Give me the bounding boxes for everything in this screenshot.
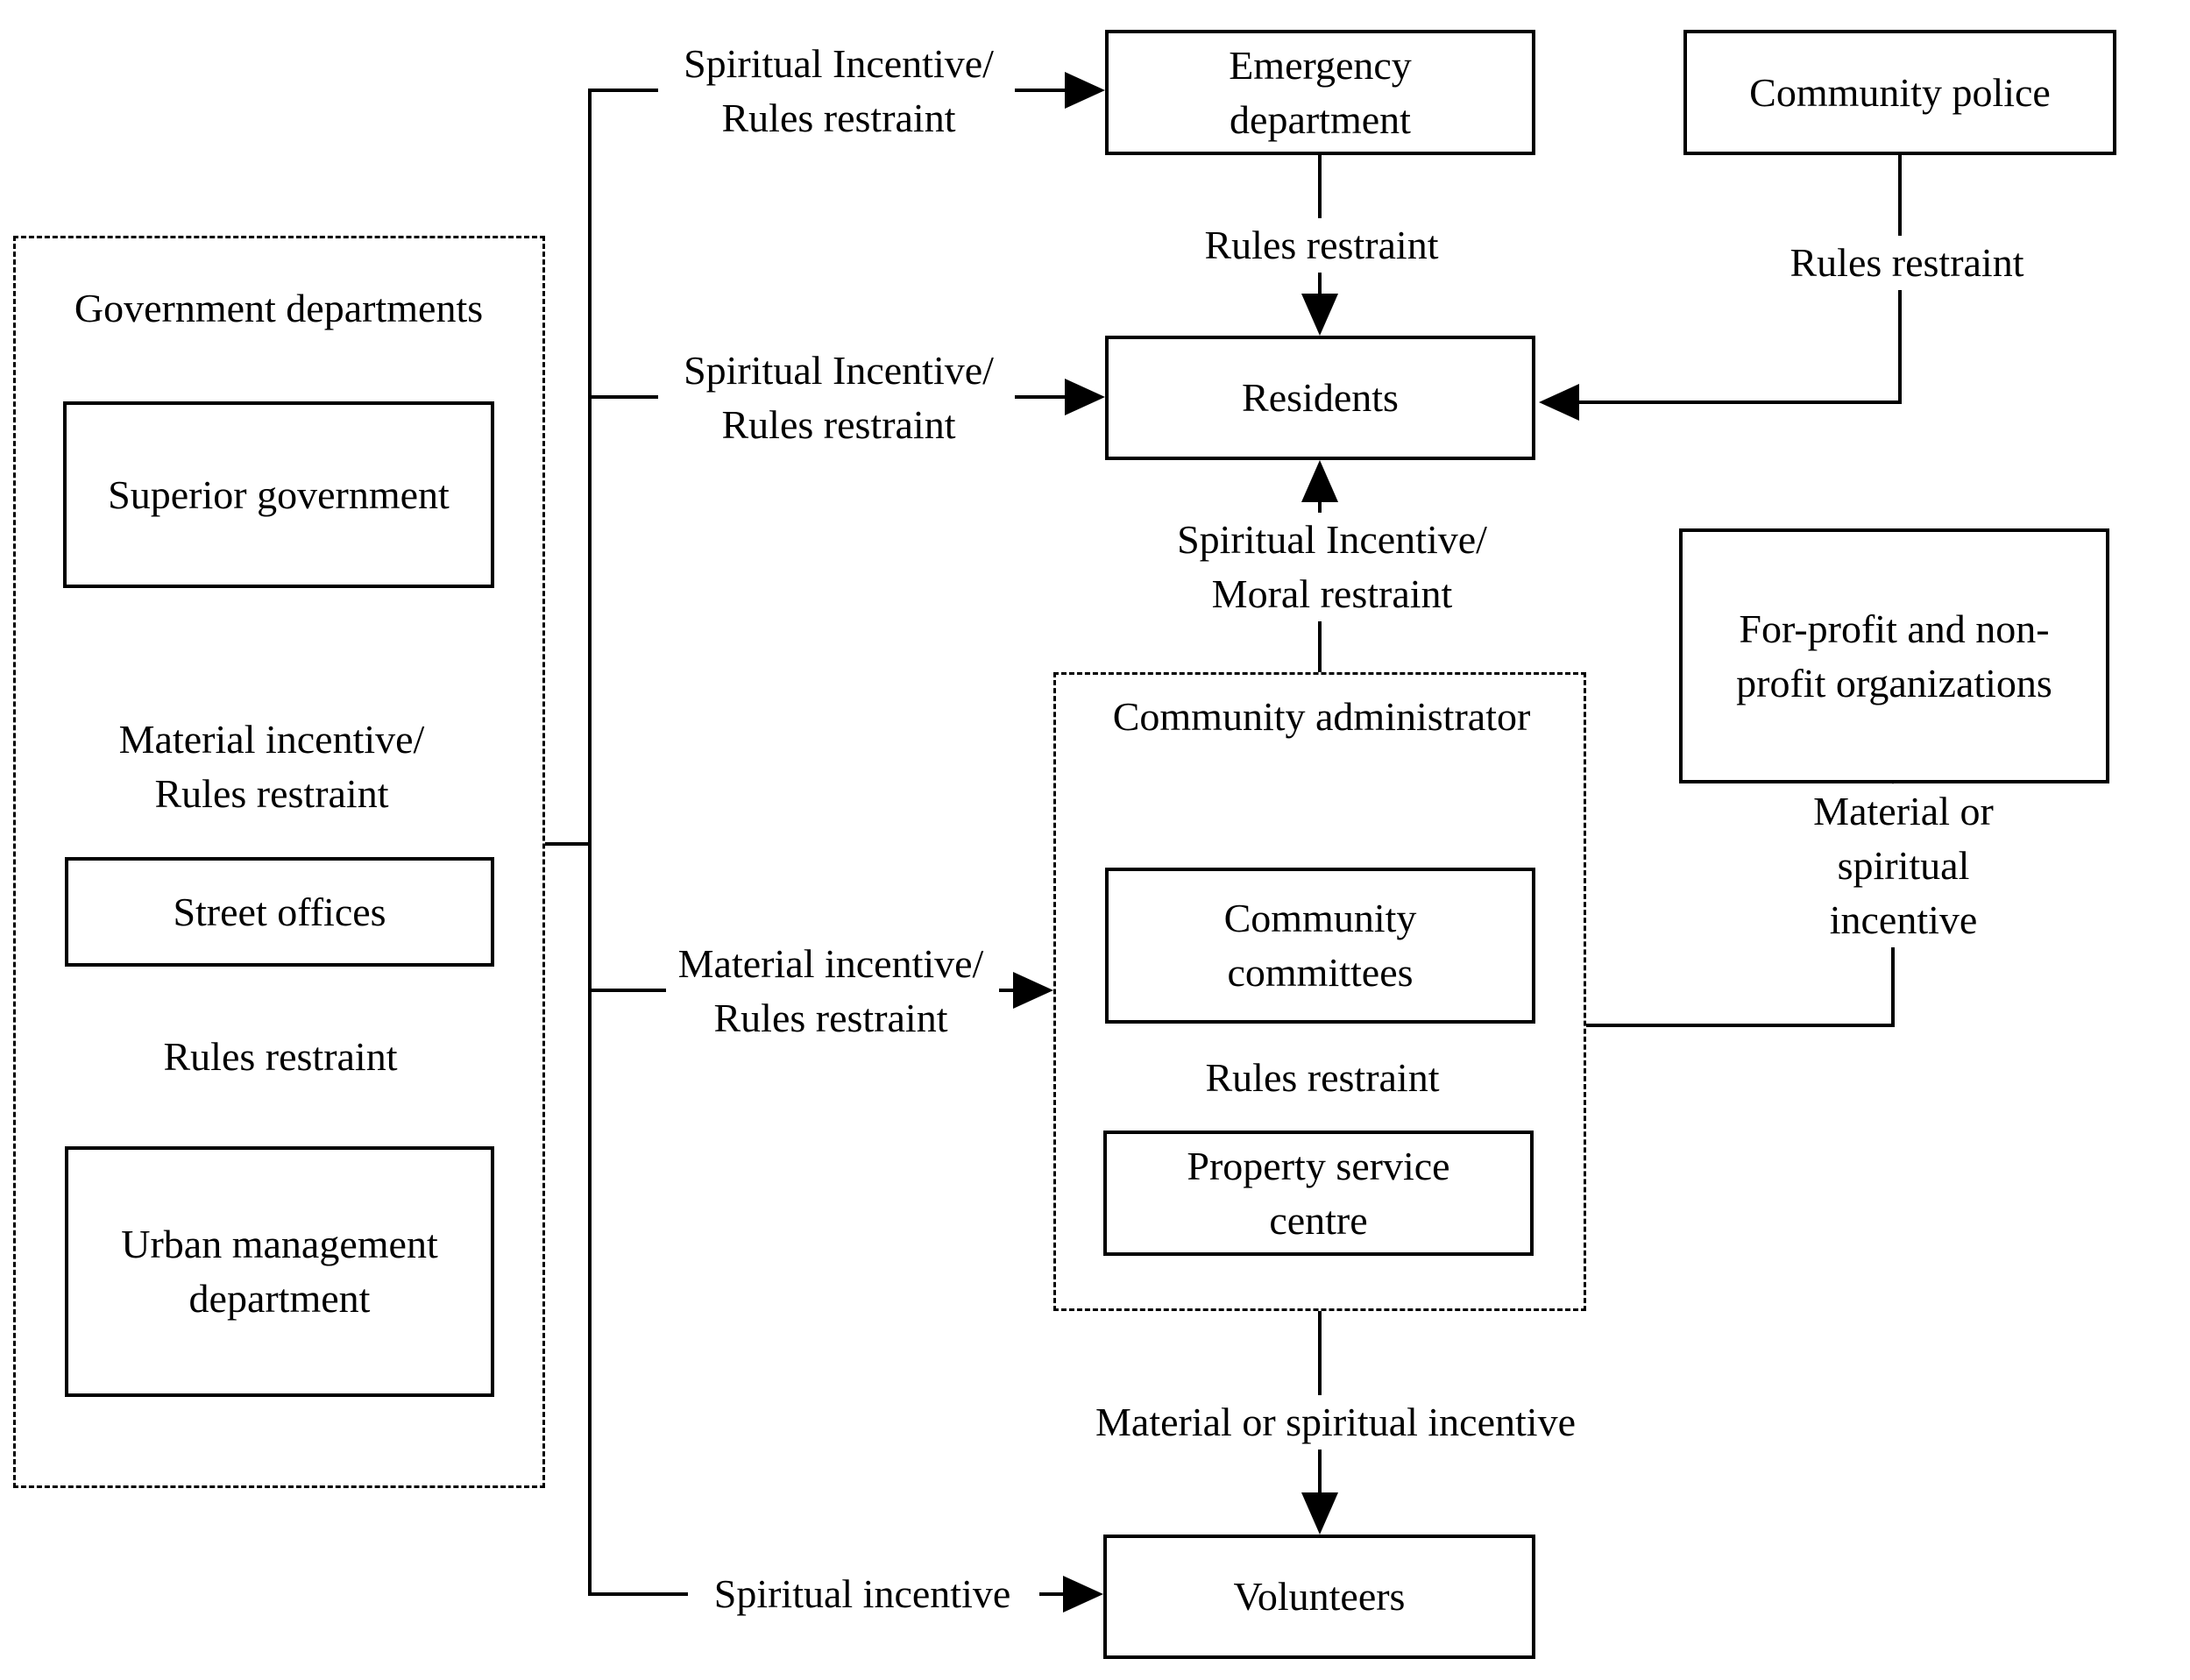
edge-label-police-residents: Rules restraint: [1782, 236, 2031, 290]
edge-gov-residents-line: [1015, 395, 1067, 399]
edge-label-street-urban: Rules restraint: [156, 1030, 405, 1084]
bracket-stub-government: [545, 842, 588, 846]
edge-committees-orgs-hline: [1535, 1024, 1895, 1027]
node-community-committees: Community committees: [1105, 868, 1535, 1024]
edge-label-committees-property: Rules restraint: [1198, 1051, 1447, 1105]
edge-label-superior-street: Material incentive/ Rules restraint: [111, 712, 432, 821]
arrowhead-emergency-residents: [1301, 294, 1338, 336]
edge-label-gov-emergency: Spiritual Incentive/ Rules restraint: [677, 37, 1001, 145]
edge-gov-volunteers-line: [1039, 1592, 1067, 1596]
node-emergency-department: Emergency department: [1105, 30, 1535, 155]
edge-label-admin-residents: Spiritual Incentive/ Moral restraint: [1170, 513, 1494, 621]
node-residents: Residents: [1105, 336, 1535, 460]
edge-label-emergency-residents: Rules restraint: [1197, 218, 1446, 273]
arrowhead-admin-volunteers: [1301, 1492, 1338, 1535]
edge-label-committees-orgs: Material or spiritual incentive: [1760, 784, 2047, 947]
edge-gov-admin-stub: [592, 989, 666, 992]
arrowhead-admin-residents: [1301, 460, 1338, 502]
group-government-label: Government departments: [67, 281, 491, 336]
edge-label-admin-volunteers: Material or spiritual incentive: [1088, 1395, 1583, 1450]
node-street-offices: Street offices: [65, 857, 494, 967]
bracket-vertical-line: [588, 89, 592, 1596]
edge-gov-emergency-stub: [592, 89, 658, 92]
node-property-service-centre: Property service centre: [1103, 1131, 1534, 1256]
group-community-admin-label: Community administrator: [1105, 690, 1538, 744]
node-community-police: Community police: [1683, 30, 2116, 155]
arrowhead-gov-emergency: [1065, 72, 1105, 109]
edge-label-gov-volunteers: Spiritual incentive: [706, 1567, 1018, 1621]
node-urban-management: Urban management department: [65, 1146, 494, 1397]
edge-gov-admin-line: [999, 989, 1021, 992]
edge-police-residents-hline: [1576, 401, 1902, 404]
arrowhead-police-residents: [1539, 384, 1579, 421]
node-volunteers: Volunteers: [1103, 1535, 1535, 1659]
edge-gov-residents-stub: [592, 395, 658, 399]
arrowhead-gov-admin: [1013, 972, 1053, 1009]
edge-label-gov-admin: Material incentive/ Rules restraint: [670, 937, 991, 1046]
node-superior-government: Superior government: [63, 401, 494, 588]
arrowhead-gov-volunteers: [1063, 1576, 1103, 1613]
edge-gov-emergency-line: [1015, 89, 1067, 92]
node-for-profit-organizations: For-profit and non- profit organizations: [1679, 528, 2109, 783]
edge-label-gov-residents: Spiritual Incentive/ Rules restraint: [677, 344, 1001, 452]
edge-gov-volunteers-stub: [592, 1592, 688, 1596]
arrowhead-gov-residents: [1065, 379, 1105, 415]
